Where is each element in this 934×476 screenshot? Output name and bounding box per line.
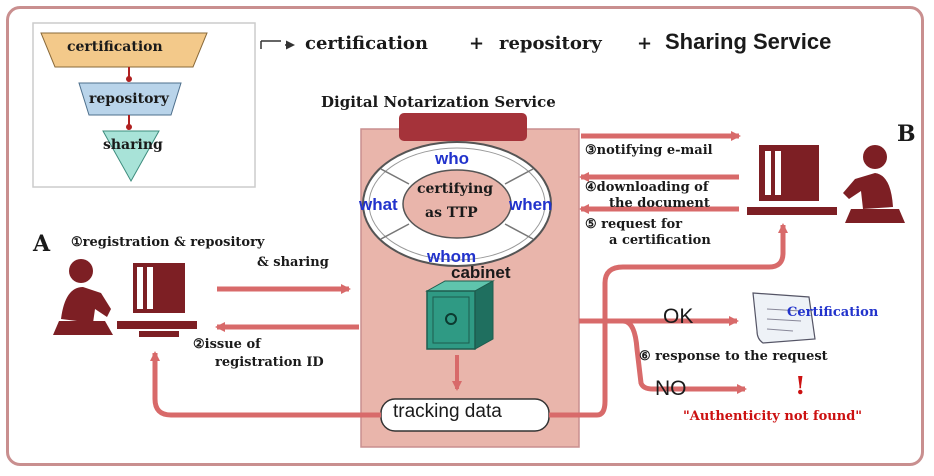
funnel-label-certification: certification <box>67 39 163 55</box>
label-what: what <box>359 195 398 214</box>
cabinet-safe-icon <box>425 280 495 350</box>
cabinet-label: cabinet <box>451 263 511 282</box>
user-a-icon <box>53 259 197 337</box>
arrow-tracking-to-b <box>549 223 788 418</box>
service-panel-top-bar <box>399 113 527 141</box>
step-3-label: ③notifying e-mail <box>585 143 713 158</box>
certificate-document-icon <box>752 292 816 344</box>
step-2-line-1: ②issue of <box>193 337 261 352</box>
arrow-tracking-to-a <box>150 351 381 418</box>
user-a-label: A <box>33 231 51 257</box>
step-5-line-2: a certification <box>609 233 711 248</box>
step-4-line-1: ④downloading of <box>585 180 709 195</box>
step-6-label: ⑥ response to the request <box>639 349 828 364</box>
user-b-label: B <box>897 121 916 147</box>
caption-sharing-service: Sharing Service <box>665 29 832 54</box>
step-2-line-2: registration ID <box>215 355 324 370</box>
funnel-label-repository: repository <box>89 91 169 107</box>
center-line-2: as TTP <box>425 205 478 221</box>
label-whom: whom <box>427 247 477 266</box>
exclamation-icon: ! <box>795 371 806 400</box>
no-label: NO <box>655 377 687 400</box>
label-who: who <box>435 149 469 168</box>
step-5-line-1: ⑤ request for <box>585 217 683 232</box>
caption-repository: repository <box>499 33 602 54</box>
step-1-line-1: ①registration & repository <box>71 235 265 250</box>
certificate-label: Certification <box>787 305 879 320</box>
center-line-1: certifying <box>417 181 494 197</box>
not-found-label: "Authenticity not found" <box>683 409 863 424</box>
step-4-line-2: the document <box>609 196 710 211</box>
diagram-frame: certification repository sharing certifi… <box>6 6 924 466</box>
funnel-label-sharing: sharing <box>103 137 163 153</box>
certifying-core <box>402 169 512 239</box>
tracking-data-label: tracking data <box>393 401 502 422</box>
user-b-icon <box>747 145 905 223</box>
label-when: when <box>509 195 553 214</box>
arrow-no <box>622 318 747 394</box>
caption-plus-2: + <box>637 33 653 54</box>
caption-certification: certification <box>305 33 429 54</box>
diagram-graphics <box>32 22 905 448</box>
service-title: Digital Notarization Service <box>321 93 556 111</box>
funnel-level-certification <box>40 32 208 68</box>
funnel-level-repository <box>78 82 182 116</box>
funnel-level-sharing <box>102 130 160 183</box>
ok-label: OK <box>663 305 694 328</box>
caption-plus-1: + <box>469 33 485 54</box>
step-1-line-2: & sharing <box>257 255 329 270</box>
